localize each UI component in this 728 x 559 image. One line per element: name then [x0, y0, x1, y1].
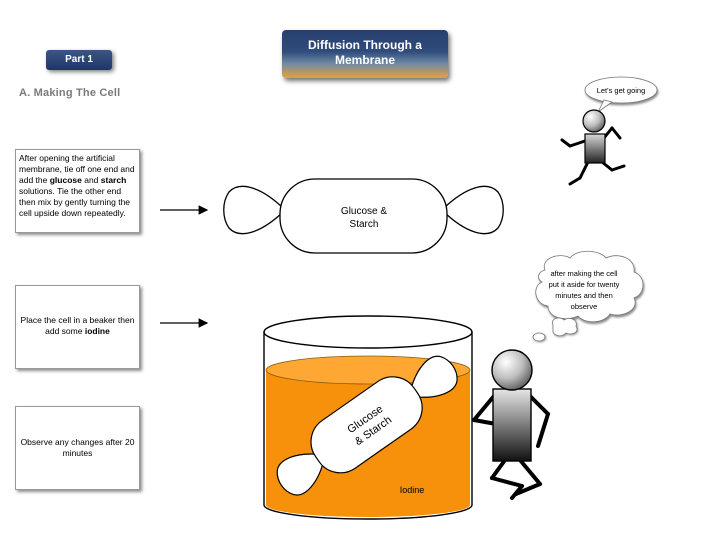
cell-body: [279, 178, 448, 254]
iodine-label: Iodine: [400, 485, 425, 495]
section-heading: A. Making The Cell: [19, 87, 121, 99]
cell-left-tie: [223, 185, 284, 235]
leaning-figure-head: [491, 349, 533, 391]
cell-label-line-1: Glucose &: [341, 206, 387, 217]
beaker-cell-body: [310, 376, 423, 474]
cell-label-line-2: Starch: [350, 219, 379, 230]
step-1-bold-starch: starch: [100, 175, 127, 185]
thought-line-1: after making the cell: [550, 269, 617, 278]
step-3-text: Observe any changes after 20 minutes: [20, 437, 135, 458]
leaning-figure: [472, 349, 550, 500]
title-line-2: Membrane: [334, 53, 396, 67]
step-1-text-b: and: [81, 175, 101, 185]
running-figure-head: [582, 109, 606, 133]
thought-bubble: after making the cell put it aside for t…: [532, 250, 644, 342]
step-1-text-a: After opening the artificial membrane, t…: [19, 153, 135, 185]
beaker-rim: [263, 315, 473, 349]
cell-right-tie: [443, 185, 504, 235]
membrane-cell: Glucose & Starch: [223, 178, 504, 254]
leaning-figure-body: [492, 388, 532, 462]
thought-line-4: observe: [571, 302, 598, 311]
speech-bubble-text: Let's get going: [597, 86, 646, 95]
part-label: Part 1: [46, 50, 112, 70]
step-2-text: Place the cell in a beaker then add some: [20, 315, 135, 336]
step-1-bold-glucose: glucose: [49, 175, 82, 185]
beaker-glass: [263, 332, 473, 520]
instruction-step-1: After opening the artificial membrane, t…: [15, 149, 140, 233]
beaker: Glucose & Starch Iodine: [263, 315, 473, 520]
thought-line-3: minutes and then: [555, 291, 613, 300]
running-figure: [560, 109, 626, 186]
speech-bubble: Let's get going: [584, 76, 658, 113]
beaker-cell-right-tie: [410, 355, 458, 398]
beaker-cell: Glucose & Starch: [276, 355, 458, 496]
instruction-step-3: Observe any changes after 20 minutes: [15, 406, 140, 490]
instruction-step-2: Place the cell in a beaker then add some…: [15, 285, 140, 369]
running-figure-body: [584, 133, 606, 164]
step-1-text-c: solutions. Tie the other end then mix by…: [19, 186, 131, 218]
thought-line-2: put it aside for twenty: [549, 280, 620, 289]
step-2-bold-iodine: iodine: [84, 326, 110, 336]
diagram-title: Diffusion Through a Membrane: [282, 30, 448, 78]
title-line-1: Diffusion Through a: [308, 38, 422, 52]
beaker-cell-left-tie: [276, 453, 325, 496]
